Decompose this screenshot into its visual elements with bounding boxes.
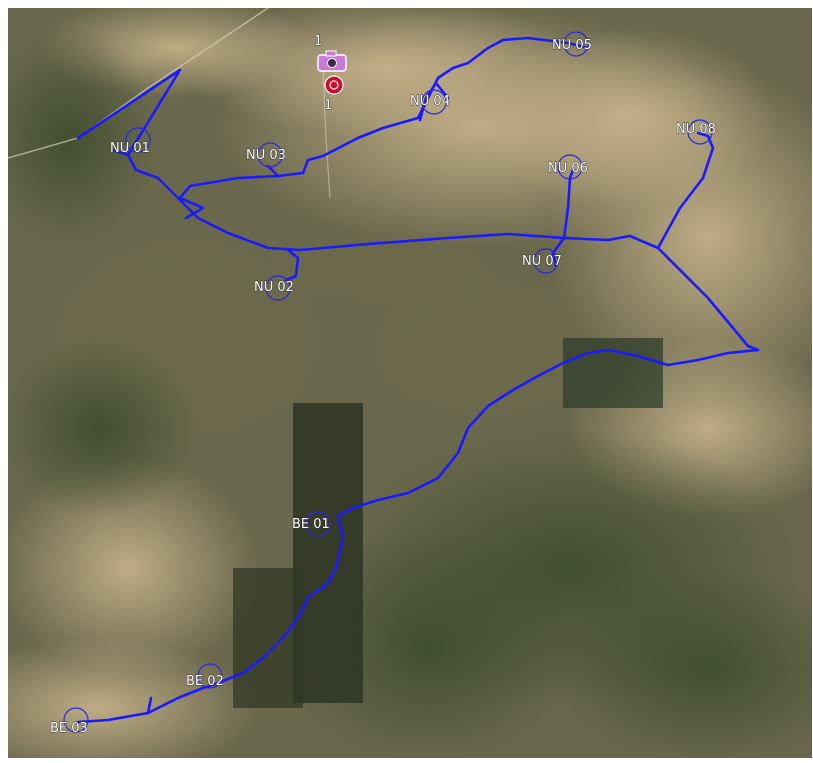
waypoint-ring-nu05[interactable] — [563, 31, 589, 57]
waypoint-label-be01[interactable]: BE 01 — [292, 517, 331, 533]
waypoint-labels: NU 01 NU 02 NU 03 NU 04 NU 05 NU 06 NU 0… — [50, 38, 717, 737]
waypoint-ring-nu01[interactable] — [125, 127, 151, 153]
track-segment-loop-north — [76, 68, 760, 352]
track-segment-nu03-spur — [178, 164, 280, 220]
waypoint-label-nu01[interactable]: NU 01 — [110, 141, 151, 157]
photo-marker[interactable] — [317, 50, 347, 72]
track-segment-nu02-spur — [284, 248, 300, 282]
waypoint-label-nu07[interactable]: NU 07 — [522, 254, 563, 270]
map-canvas[interactable]: 1 1 NU 01 NU 02 NU 03 NU 04 NU 05 NU 06 … — [8, 8, 812, 758]
waypoint-ring-nu02[interactable] — [265, 275, 291, 301]
photo-marker-count: 1 — [314, 34, 322, 49]
waypoint-ring-be03[interactable] — [63, 707, 89, 733]
waypoint-ring-nu08[interactable] — [687, 119, 713, 145]
track-segment-nu06-spur — [562, 168, 575, 240]
track-segment-nu08-spur — [656, 131, 715, 250]
track-segment-be-spur — [146, 696, 153, 715]
track-segment-nu07-spur — [551, 236, 566, 268]
waypoint-label-nu05[interactable]: NU 05 — [552, 38, 593, 54]
waypoint-label-nu06[interactable]: NU 06 — [548, 161, 589, 177]
waypoint-label-nu02[interactable]: NU 02 — [254, 280, 295, 296]
waypoint-label-nu04[interactable]: NU 04 — [410, 94, 451, 110]
waypoint-label-nu08[interactable]: NU 08 — [676, 122, 717, 138]
terrain-background — [8, 8, 812, 758]
waypoint-ring-be02[interactable] — [197, 663, 223, 689]
pin-marker[interactable] — [324, 75, 344, 95]
waypoint-label-be03[interactable]: BE 03 — [50, 721, 89, 737]
waypoint-label-be02[interactable]: BE 02 — [186, 674, 225, 690]
waypoint-label-nu03[interactable]: NU 03 — [246, 148, 287, 164]
waypoint-ring-nu06[interactable] — [557, 154, 583, 180]
waypoint-ring-nu04[interactable] — [421, 89, 447, 115]
satellite-map[interactable]: 1 1 NU 01 NU 02 NU 03 NU 04 NU 05 NU 06 … — [8, 8, 812, 758]
track-segment-south — [76, 348, 760, 724]
waypoint-ring-be01[interactable] — [305, 511, 331, 537]
waypoint-ring-nu07[interactable] — [533, 248, 559, 274]
waypoint-ring-nu03[interactable] — [257, 142, 283, 168]
waypoint-rings — [63, 31, 713, 733]
pin-marker-count: 1 — [324, 98, 332, 113]
gps-track — [76, 36, 760, 724]
